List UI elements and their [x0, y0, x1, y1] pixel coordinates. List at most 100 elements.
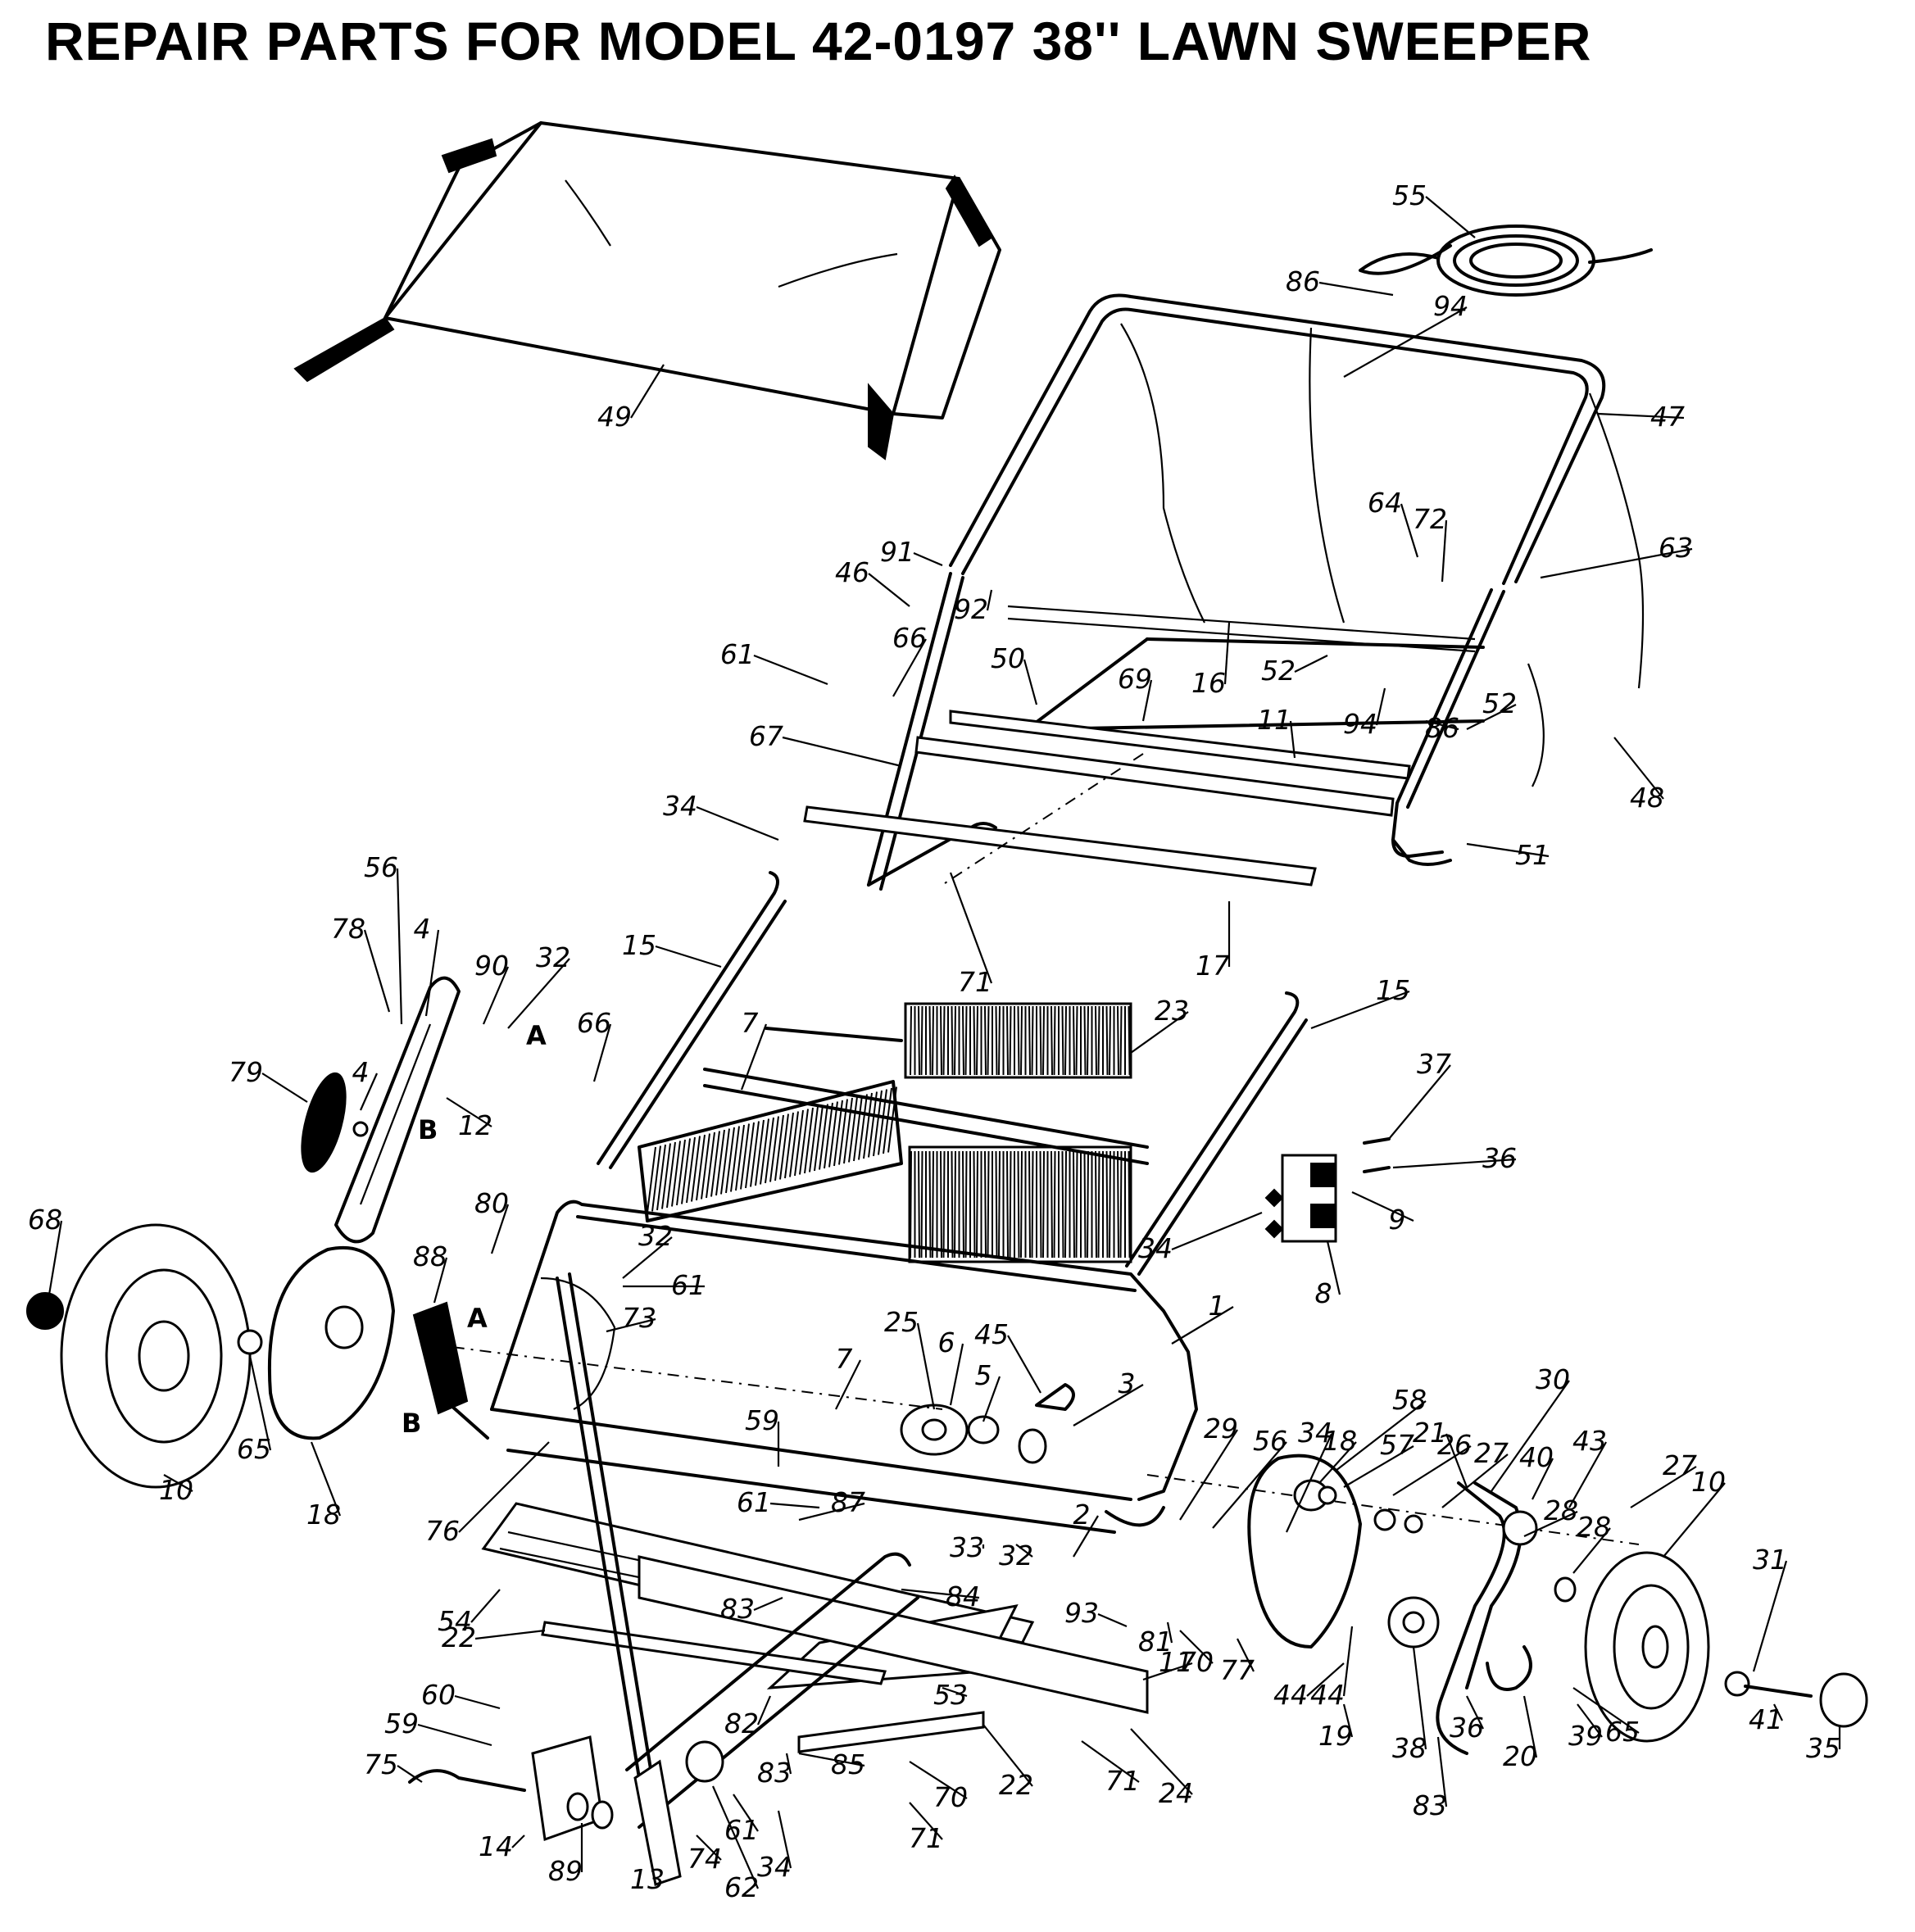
- leader-line-58: [1335, 1400, 1427, 1472]
- leader-line-31: [1752, 1560, 1788, 1672]
- part-callout-50: 50: [991, 642, 1025, 674]
- leader-line-75: [397, 1765, 423, 1783]
- leader-line-41: [1773, 1703, 1783, 1721]
- part-callout-20: 20: [1503, 1740, 1537, 1772]
- bearing-bracket: [1264, 1137, 1391, 1243]
- part-callout-55: 55: [1392, 179, 1427, 211]
- leader-line-9: [1351, 1191, 1414, 1222]
- part-callout-37: 37: [1417, 1048, 1451, 1080]
- part-callout-66: 66: [892, 622, 927, 654]
- leader-line-83: [1436, 1736, 1448, 1807]
- leader-line-86: [1425, 719, 1459, 731]
- leader-line-54: [470, 1589, 501, 1623]
- part-callout-32: 32: [999, 1540, 1033, 1571]
- reference-letter-B: B: [418, 1114, 438, 1145]
- leader-line-51: [1466, 842, 1550, 858]
- part-callout-61: 61: [720, 638, 755, 670]
- leader-line-84: [901, 1588, 980, 1599]
- leader-line-47: [1597, 412, 1685, 420]
- reference-letter-B: B: [402, 1408, 421, 1439]
- part-callout-13: 13: [630, 1863, 665, 1895]
- leader-line-27: [1441, 1454, 1509, 1508]
- part-callout-54: 54: [438, 1605, 472, 1637]
- part-callout-63: 63: [1659, 532, 1693, 564]
- part-callout-86: 86: [1425, 712, 1459, 744]
- leader-line-32: [507, 958, 570, 1029]
- part-callout-59: 59: [384, 1708, 419, 1739]
- leader-line-65: [1572, 1687, 1640, 1734]
- leader-line-15: [1310, 990, 1410, 1030]
- part-callout-81: 81: [1138, 1626, 1173, 1658]
- leader-line-23: [1130, 1011, 1189, 1054]
- leader-line-6: [949, 1343, 964, 1406]
- leader-line-76: [458, 1441, 550, 1533]
- leader-line-86: [1318, 281, 1394, 297]
- part-callout-61: 61: [671, 1269, 706, 1301]
- part-callout-6: 6: [938, 1327, 955, 1358]
- part-callout-75: 75: [364, 1748, 398, 1780]
- handle-bars: [597, 871, 1308, 1276]
- leader-line-78: [363, 929, 391, 1013]
- part-callout-83: 83: [1413, 1789, 1447, 1821]
- part-callout-56: 56: [1253, 1425, 1287, 1457]
- part-callout-27: 27: [1474, 1437, 1509, 1469]
- part-callout-73: 73: [622, 1302, 656, 1334]
- leader-line-55: [1425, 196, 1476, 238]
- leader-line-59: [417, 1723, 492, 1747]
- part-callout-43: 43: [1572, 1425, 1607, 1457]
- part-callout-4: 4: [352, 1056, 370, 1088]
- leader-line-71: [949, 872, 993, 984]
- part-callout-67: 67: [749, 720, 783, 752]
- part-callout-32: 32: [536, 941, 570, 973]
- leader-line-3: [1073, 1384, 1144, 1426]
- leader-line-70: [909, 1761, 968, 1799]
- part-callout-92: 92: [954, 593, 988, 625]
- part-callout-2: 2: [1073, 1499, 1091, 1531]
- leader-line-60: [454, 1694, 501, 1710]
- part-callout-34: 34: [1298, 1417, 1332, 1449]
- leader-line-68: [48, 1220, 63, 1295]
- leader-line-93: [1097, 1612, 1128, 1628]
- leader-line-26: [1392, 1445, 1472, 1496]
- leader-line-39: [1577, 1703, 1603, 1738]
- part-callout-8: 8: [1315, 1277, 1332, 1309]
- part-callout-71: 71: [909, 1822, 943, 1854]
- leader-line-32: [1015, 1544, 1033, 1558]
- leader-line-94: [1375, 687, 1386, 726]
- part-callout-46: 46: [835, 556, 869, 588]
- leader-line-45: [1007, 1335, 1041, 1394]
- part-callout-21: 21: [1413, 1417, 1447, 1449]
- leader-line-10: [1663, 1482, 1726, 1558]
- leader-line-72: [1441, 519, 1448, 583]
- arm-assembly: [301, 976, 461, 1244]
- leader-line-7: [835, 1359, 861, 1410]
- part-callout-4: 4: [414, 913, 431, 945]
- part-callout-11: 11: [1257, 704, 1291, 736]
- leader-line-57: [1343, 1445, 1414, 1488]
- leader-line-69: [1141, 679, 1153, 722]
- part-callout-93: 93: [1064, 1597, 1099, 1629]
- leader-line-22: [474, 1629, 546, 1640]
- part-callout-10: 10: [1691, 1466, 1726, 1498]
- leader-line-18: [310, 1441, 342, 1517]
- part-callout-47: 47: [1650, 401, 1685, 433]
- leader-line-65: [248, 1355, 272, 1451]
- handle-linkage: [408, 1272, 919, 1886]
- part-callout-83: 83: [720, 1593, 755, 1625]
- part-callout-15: 15: [1376, 974, 1410, 1006]
- tie-rope: [1359, 224, 1653, 297]
- leader-line-50: [1023, 659, 1038, 705]
- leader-line-61: [769, 1502, 820, 1509]
- part-callout-65: 65: [1605, 1716, 1640, 1748]
- part-callout-52: 52: [1482, 687, 1517, 719]
- leader-line-11: [1289, 720, 1296, 759]
- leader-line-24: [1130, 1728, 1193, 1795]
- part-callout-28: 28: [1544, 1494, 1578, 1526]
- leader-line-36: [1392, 1158, 1517, 1169]
- hopper-bars: [803, 710, 1411, 887]
- part-callout-29: 29: [1204, 1413, 1238, 1444]
- part-callout-40: 40: [1519, 1441, 1554, 1473]
- leader-line-19: [1342, 1703, 1354, 1738]
